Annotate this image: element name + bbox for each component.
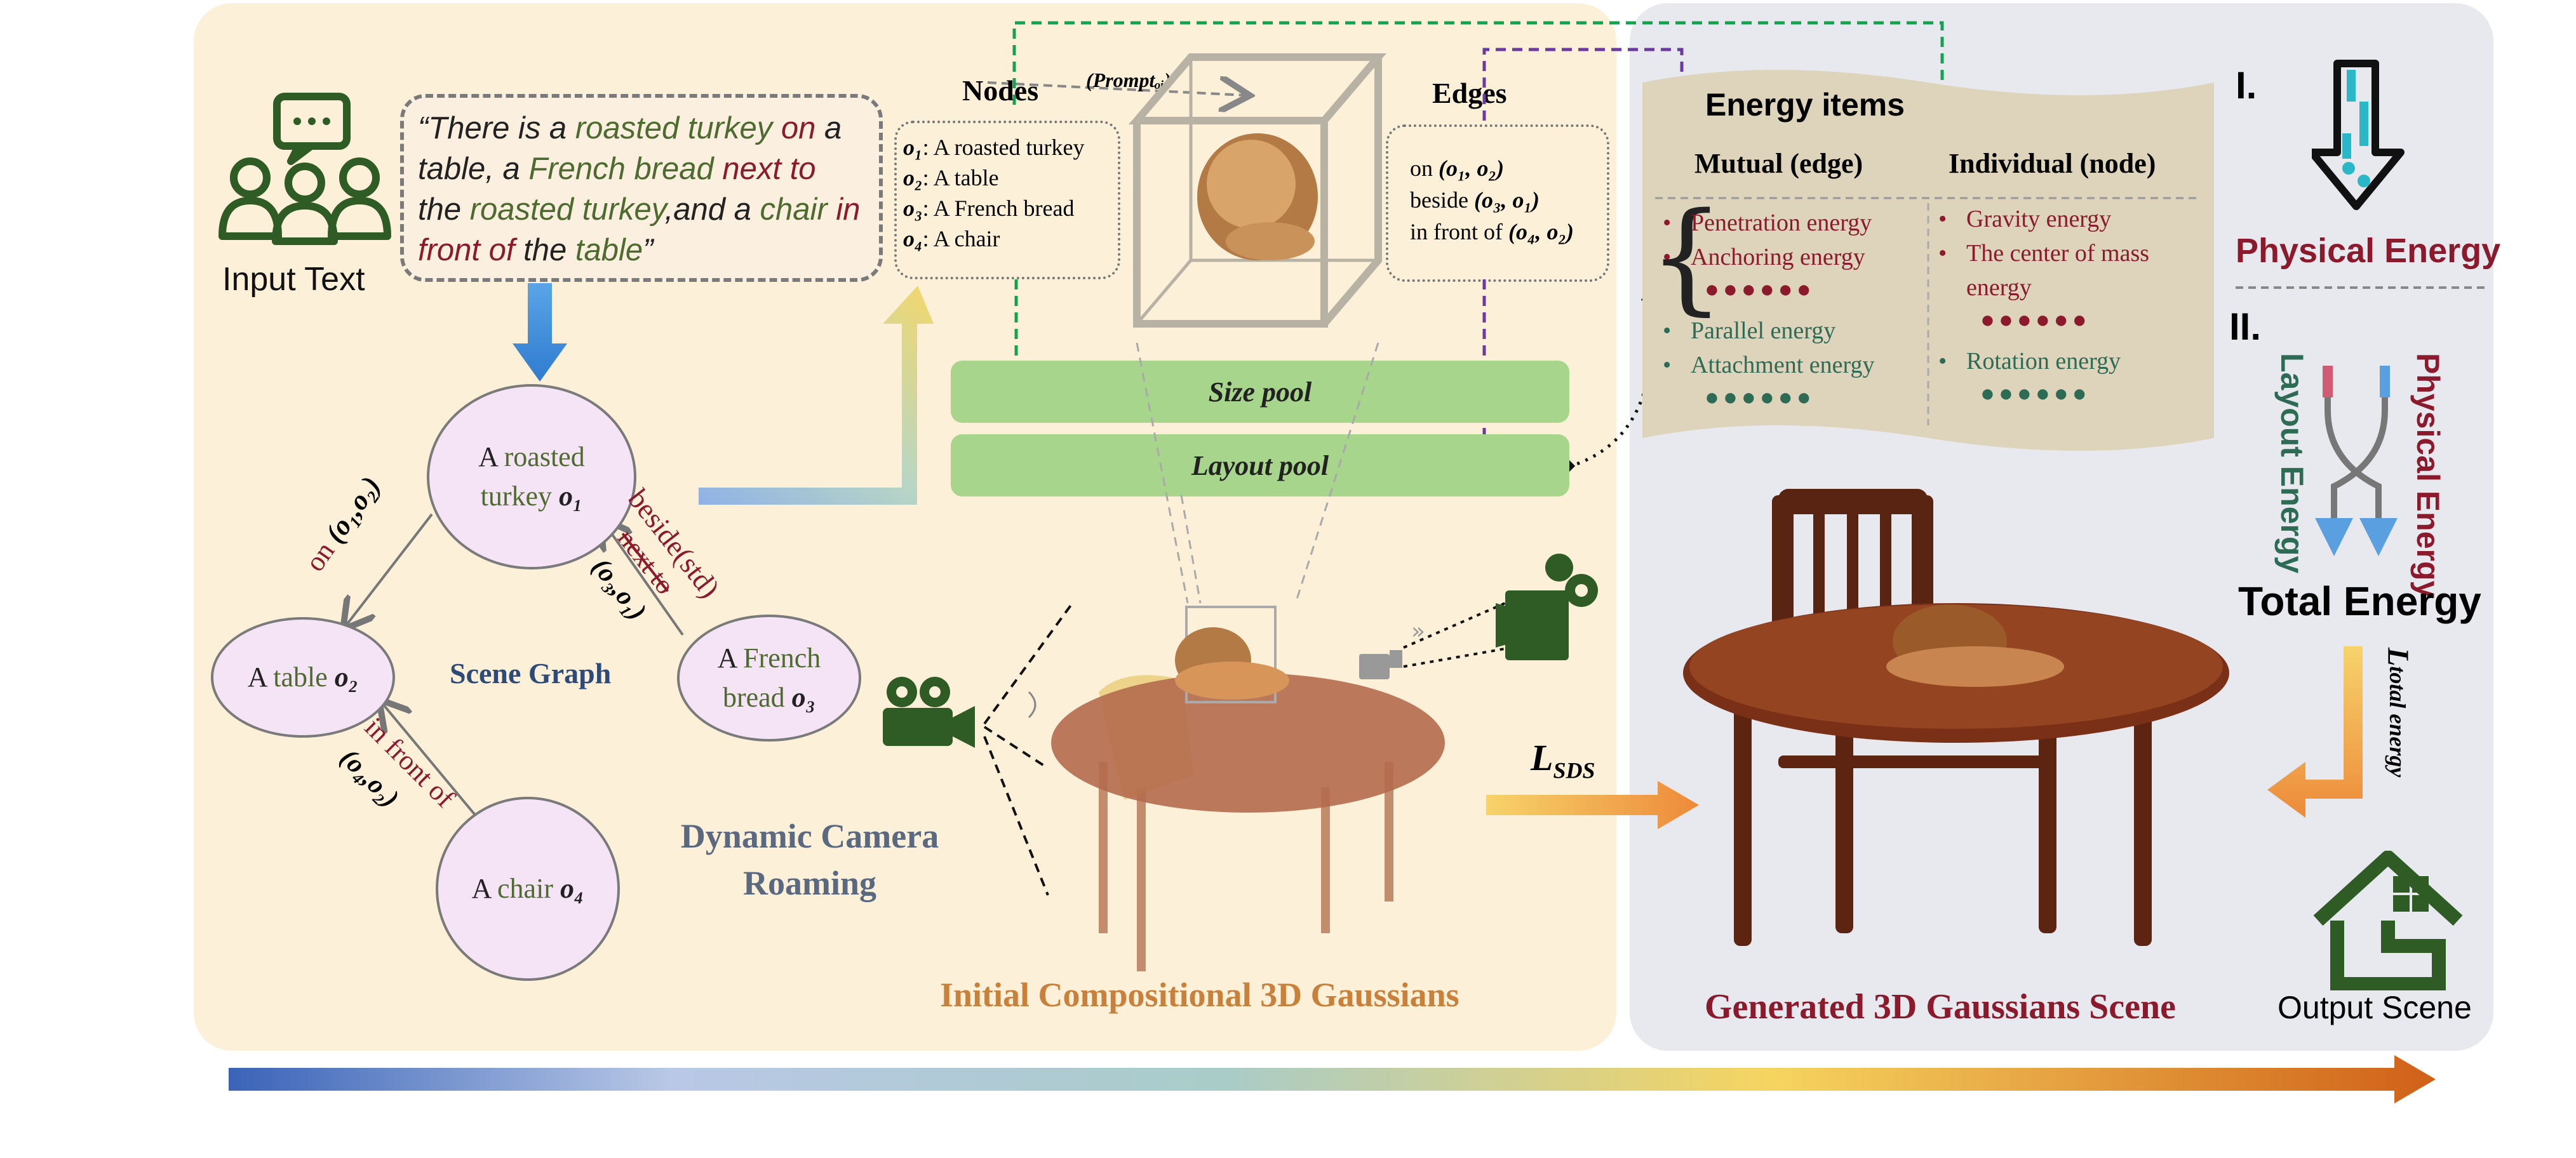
mutual-physical-list: Penetration energyAnchoring energy (1659, 206, 1926, 274)
node-item: o₂: A table (903, 165, 999, 190)
edge-item: in front of (o₄, o₂) (1410, 219, 1574, 244)
physical-arrow-icon (2312, 60, 2405, 210)
initial-caption: Initial Compositional 3D Gaussians (940, 976, 1459, 1014)
layout-pool: Layout pool (951, 434, 1569, 496)
camera-left-icon (883, 677, 975, 748)
initial-table-scene (1051, 606, 1445, 971)
output-scene-label: Output Scene (2277, 990, 2472, 1025)
quote-run: French bread (528, 152, 714, 186)
edges-list: on (o₁, o₂) beside (o₃, o₁) in front of (o… (1410, 152, 1574, 248)
house-icon (2313, 851, 2463, 990)
size-pool: Size pool (951, 361, 1569, 423)
edges-box (1386, 124, 1609, 282)
down-arrow (513, 283, 567, 382)
sds-loss-label: LSDS (1531, 737, 1595, 783)
graph-to-nodes-arrow (699, 286, 934, 505)
sds-arrow (1486, 781, 1699, 829)
individual-header: Individual (node) (1949, 148, 2156, 179)
svg-text:»: » (1411, 618, 1425, 644)
energy-item: Anchoring energy (1659, 240, 1926, 274)
edge-item: beside (o₃, o₁) (1410, 187, 1540, 213)
individual-physical-list: Gravity energyThe center of mass energy (1935, 202, 2189, 305)
quote-run: ,and a (664, 192, 760, 227)
edge-item: on (o₁, o₂) (1410, 156, 1505, 181)
mutual-layout-more: ●●●●●● (1705, 384, 1815, 411)
bottom-progress-arrow (229, 1055, 2436, 1103)
camera-frustum (983, 601, 1075, 896)
node-item: o₃: A French bread (903, 196, 1075, 221)
mutual-column: Penetration energyAnchoring energy ●●●●●… (1659, 206, 1926, 413)
layout-energy-vertical: Layout Energy (2274, 353, 2310, 574)
camera-right-icon: » (1359, 554, 1598, 679)
edges-title: Edges (1432, 77, 1507, 109)
individual-layout-list: Rotation energy (1935, 344, 2189, 378)
mutual-header: Mutual (edge) (1694, 148, 1863, 179)
nodes-title: Nodes (962, 74, 1039, 107)
energy-item: Parallel energy (1659, 314, 1926, 348)
total-loss-label: Ltotal energy (2381, 648, 2415, 778)
mutual-layout-list: Parallel energyAttachment energy (1659, 314, 1926, 382)
node-o2: A table o₂ (211, 617, 395, 738)
quote-run: table (575, 233, 643, 267)
node-item: o₁: A roasted turkey (903, 135, 1085, 160)
quote-run: roasted turkey (575, 111, 773, 145)
input-text-label: Input Text (222, 261, 365, 298)
scene-graph-title: Scene Graph (450, 657, 612, 689)
input-quote-box (400, 94, 883, 282)
energy-item: Penetration energy (1659, 206, 1926, 240)
energy-item: The center of mass energy (1935, 236, 2189, 305)
merge-arrows-icon (2315, 366, 2398, 556)
individual-physical-more: ●●●●●● (1980, 307, 2091, 333)
quote-run: roasted turkey (469, 192, 665, 227)
node-o4: A chair o₄ (436, 797, 620, 981)
people-chat-icon (218, 93, 391, 245)
side-divider (2236, 286, 2490, 289)
individual-layout-more: ●●●●●● (1980, 380, 2091, 407)
mutual-physical-more: ●●●●●● (1705, 276, 1815, 303)
total-energy-label: Total Energy (2238, 578, 2481, 624)
physical-energy-vertical: Physical Energy (2410, 353, 2446, 599)
quote-run: chair (760, 192, 828, 227)
quote-run: , a (485, 152, 529, 186)
total-loss-arrow (2267, 646, 2363, 818)
physical-energy-label: Physical Energy (2236, 232, 2501, 270)
quote-run: “There is a (418, 111, 575, 145)
input-quote-text: “There is a roasted turkey on a table, a… (418, 108, 862, 270)
quote-run: a table (418, 111, 842, 186)
roman-two: II. (2229, 305, 2262, 348)
quote-run: ” (643, 233, 654, 267)
object-bounding-box (1129, 53, 1386, 328)
nodes-list: o₁: A roasted turkey o₂: A table o₃: A Fre… (903, 132, 1085, 254)
generated-scene (1683, 489, 2229, 946)
nodes-box (894, 121, 1120, 279)
quote-run: on (772, 111, 816, 145)
roman-one: I. (2236, 64, 2257, 107)
quote-run: the (418, 192, 470, 227)
energy-item: Gravity energy (1935, 202, 2189, 236)
energy-item: Attachment energy (1659, 348, 1926, 382)
energy-item: Rotation energy (1935, 344, 2189, 378)
prompt-label: (Promptₒᵢ) (1086, 69, 1171, 91)
node-item: o₄: A chair (903, 226, 1000, 251)
quote-run: in front of (418, 192, 861, 267)
quote-run: the (514, 233, 575, 267)
individual-column: Gravity energyThe center of mass energy … (1935, 202, 2189, 409)
generated-caption: Generated 3D Gaussians Scene (1705, 987, 2176, 1027)
energy-title: Energy items (1705, 87, 1905, 123)
quote-run: next to (713, 152, 816, 186)
